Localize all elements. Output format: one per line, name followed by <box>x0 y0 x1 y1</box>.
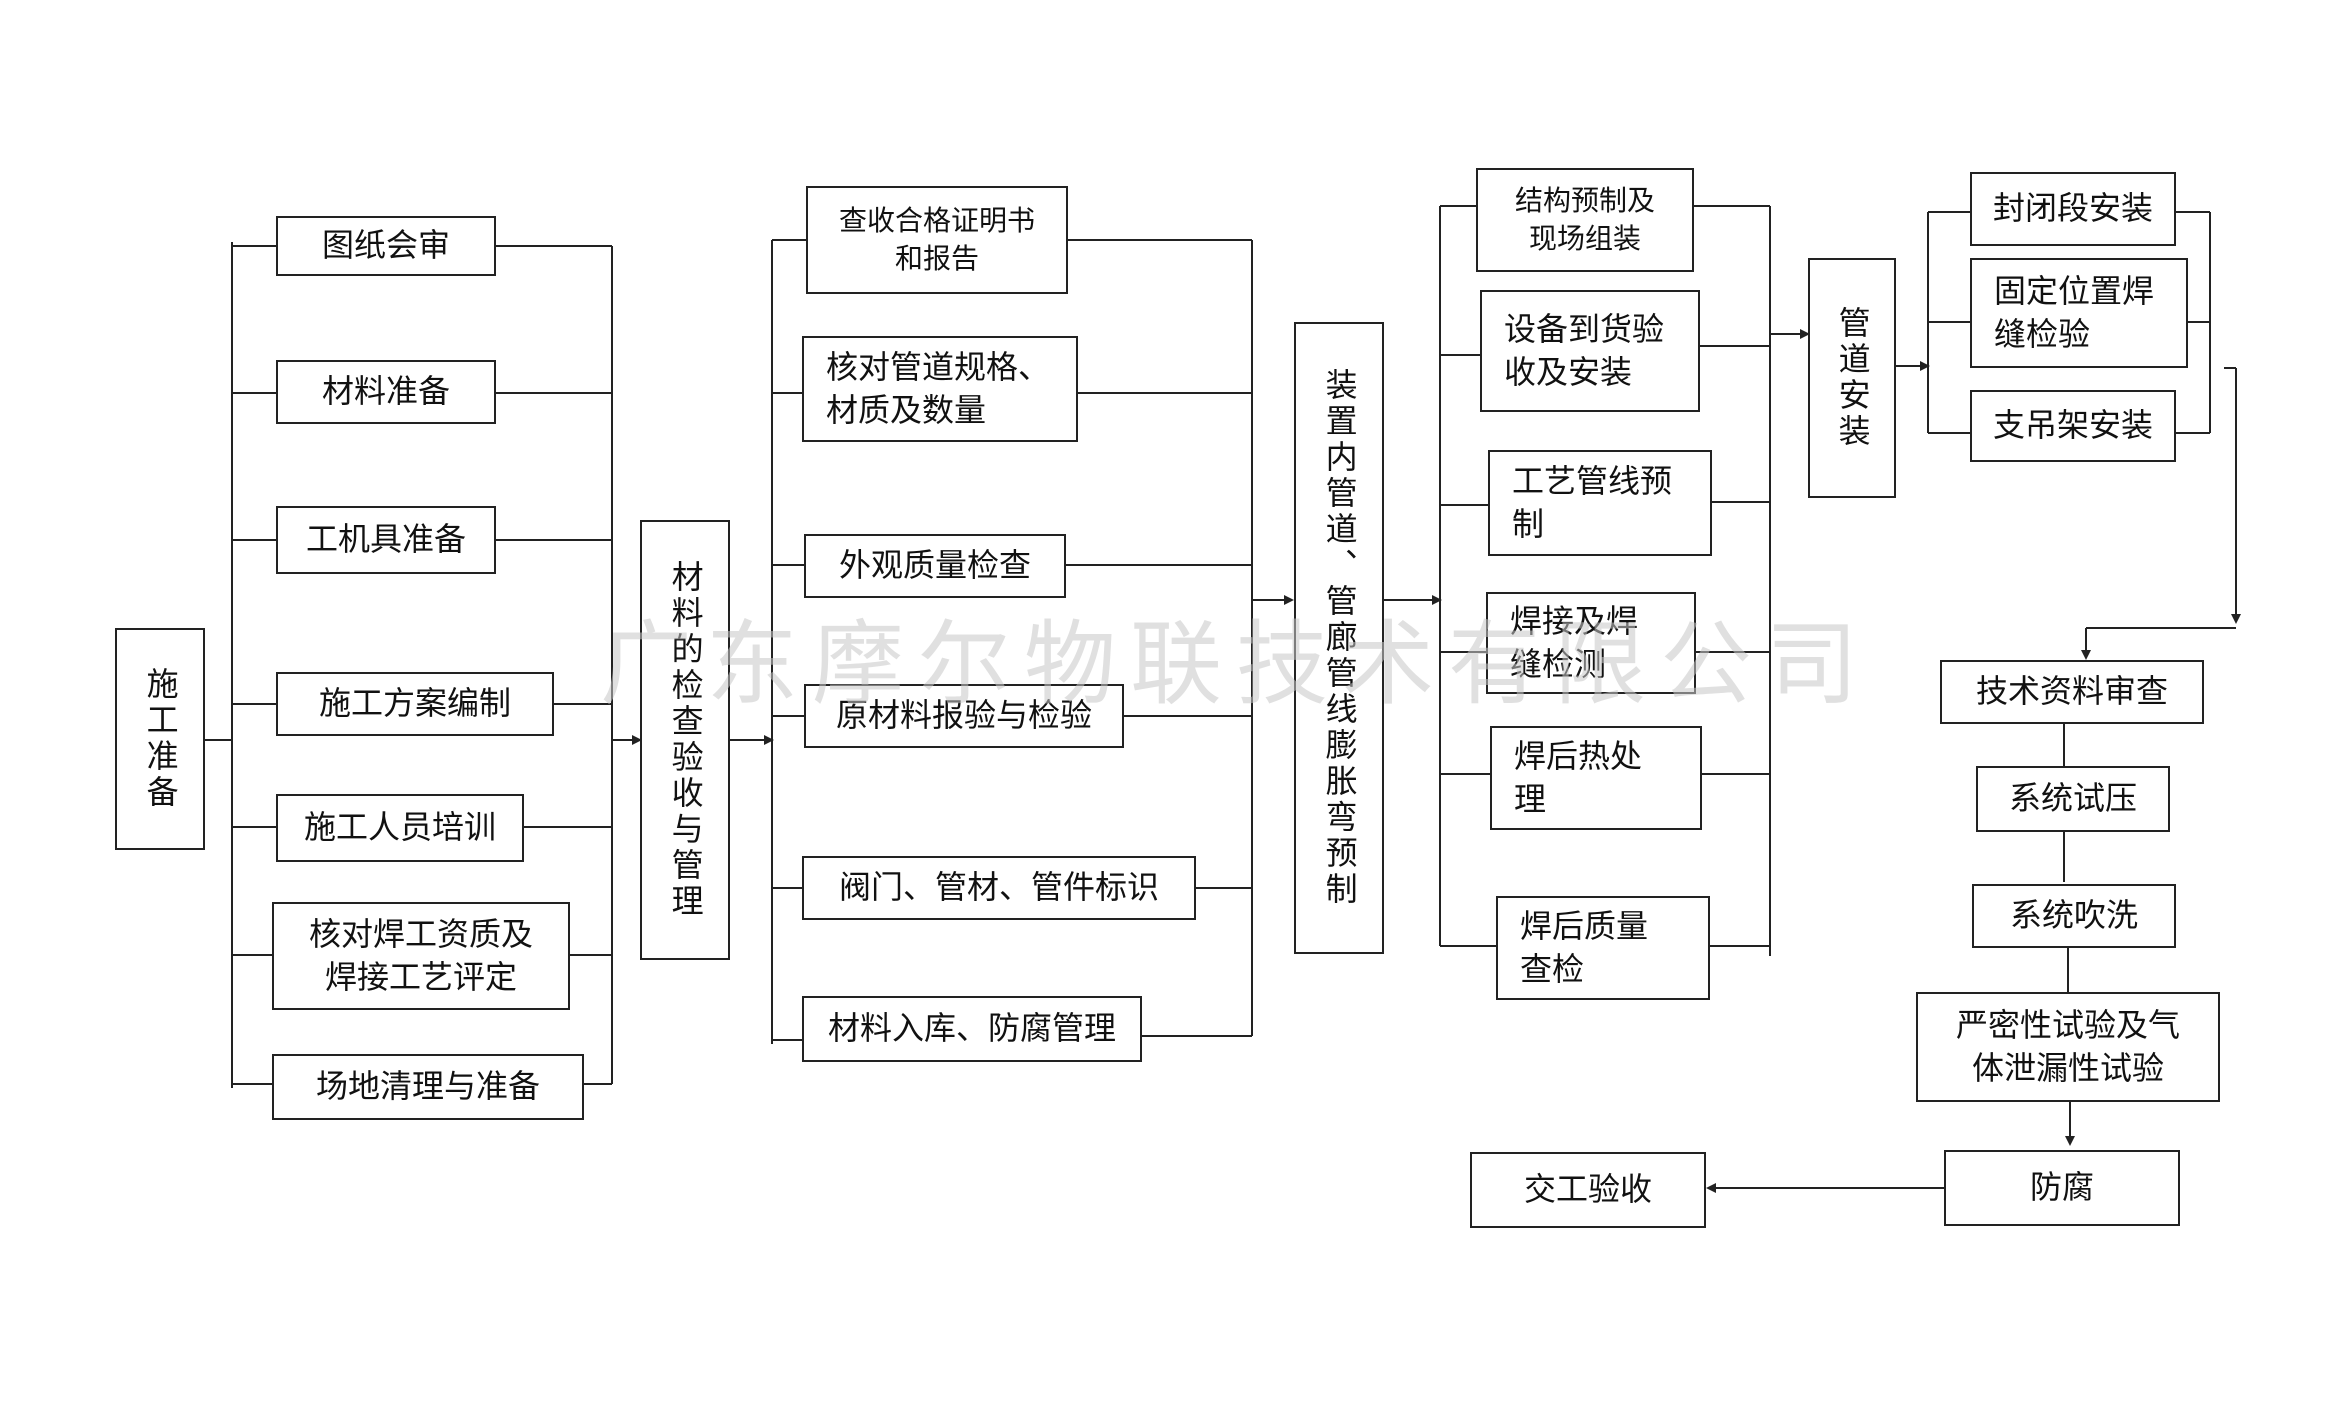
prefabrication-box: 装置内管道、管廊管线膨胀弯预制 <box>1294 322 1384 954</box>
material-item-certificates: 查收合格证明书 和报告 <box>806 186 1068 294</box>
prep-item-tools-prep: 工机具准备 <box>276 506 496 574</box>
prefab-item-quality-check: 焊后质量 查检 <box>1496 896 1710 1000</box>
final-acceptance-label: 交工验收 <box>1523 1170 1652 1209</box>
install-item-label: 支吊架安装 <box>1992 406 2153 445</box>
prefab-item-label: 焊接及焊 缝检测 <box>1510 601 1639 683</box>
prep-item-label: 核对焊工资质及 焊接工艺评定 <box>308 914 533 996</box>
final-step-pressure-test: 系统试压 <box>1976 766 2170 832</box>
pipe-installation-label: 管道安装 <box>1833 306 1872 450</box>
company-watermark: 广东摩尔物联技术有限公司 <box>600 611 1873 718</box>
pipe-installation-box: 管道安装 <box>1808 258 1896 498</box>
prep-item-label: 图纸会审 <box>321 226 450 265</box>
material-item-label: 外观质量检查 <box>838 546 1031 585</box>
prep-item-plan-writing: 施工方案编制 <box>276 672 554 736</box>
prep-item-staff-training: 施工人员培训 <box>276 794 524 862</box>
final-step-label: 技术资料审查 <box>1975 672 2168 711</box>
install-item-weld-check: 固定位置焊 缝检验 <box>1970 258 2188 368</box>
final-step-flushing: 系统吹洗 <box>1972 884 2176 948</box>
prep-item-label: 场地清理与准备 <box>315 1067 540 1106</box>
final-acceptance-box: 交工验收 <box>1470 1152 1706 1228</box>
material-inspection-box: 材料的检查验收与管理 <box>640 520 730 960</box>
material-item-visual-check: 外观质量检查 <box>804 534 1066 598</box>
prefab-item-structure: 结构预制及 现场组装 <box>1476 168 1694 272</box>
material-item-label: 查收合格证明书 和报告 <box>838 204 1035 275</box>
prefab-item-heat-treatment: 焊后热处 理 <box>1490 726 1702 830</box>
prefab-item-process-pipe: 工艺管线预 制 <box>1488 450 1712 556</box>
material-inspection-label: 材料的检查验收与管理 <box>666 560 705 920</box>
material-item-label: 核对管道规格、 材质及数量 <box>826 347 1051 429</box>
prep-item-site-cleanup: 场地清理与准备 <box>272 1054 584 1120</box>
install-item-hangers: 支吊架安装 <box>1970 390 2176 462</box>
prep-item-welder-check: 核对焊工资质及 焊接工艺评定 <box>272 902 570 1010</box>
final-step-label: 严密性试验及气 体泄漏性试验 <box>1955 1005 2180 1087</box>
prep-item-material-prep: 材料准备 <box>276 360 496 424</box>
prefab-item-label: 工艺管线预 制 <box>1512 461 1673 543</box>
material-item-raw-inspection: 原材料报验与检验 <box>804 684 1124 748</box>
final-step-tightness-test: 严密性试验及气 体泄漏性试验 <box>1916 992 2220 1102</box>
final-step-anticorrosion: 防腐 <box>1944 1150 2180 1226</box>
final-step-label: 防腐 <box>2029 1168 2094 1207</box>
prefab-item-label: 焊后质量 查检 <box>1520 906 1649 988</box>
install-item-label: 封闭段安装 <box>1992 189 2153 228</box>
install-item-closed-section: 封闭段安装 <box>1970 172 2176 246</box>
final-step-label: 系统试压 <box>2008 779 2137 818</box>
prep-item-label: 工机具准备 <box>305 520 466 559</box>
prefab-item-equipment: 设备到货验 收及安装 <box>1480 290 1700 412</box>
prep-item-label: 材料准备 <box>321 372 450 411</box>
material-item-label: 阀门、管材、管件标识 <box>838 868 1159 907</box>
material-item-spec-check: 核对管道规格、 材质及数量 <box>802 336 1078 442</box>
prep-item-drawing-review: 图纸会审 <box>276 216 496 276</box>
prefabrication-label: 装置内管道、管廊管线膨胀弯预制 <box>1320 368 1359 908</box>
install-item-label: 固定位置焊 缝检验 <box>1994 271 2155 353</box>
construction-prep-box: 施工准备 <box>115 628 205 850</box>
material-item-labeling: 阀门、管材、管件标识 <box>802 856 1196 920</box>
prefab-item-label: 焊后热处 理 <box>1514 736 1643 818</box>
prep-item-label: 施工方案编制 <box>318 684 511 723</box>
construction-prep-label: 施工准备 <box>141 667 180 811</box>
prefab-item-label: 设备到货验 收及安装 <box>1504 309 1665 391</box>
final-step-documentation: 技术资料审查 <box>1940 660 2204 724</box>
prefab-item-welding: 焊接及焊 缝检测 <box>1486 592 1696 694</box>
final-step-label: 系统吹洗 <box>2009 896 2138 935</box>
prefab-item-label: 结构预制及 现场组装 <box>1514 184 1655 255</box>
prep-item-label: 施工人员培训 <box>303 808 496 847</box>
material-item-storage: 材料入库、防腐管理 <box>802 996 1142 1062</box>
material-item-label: 材料入库、防腐管理 <box>827 1009 1116 1048</box>
material-item-label: 原材料报验与检验 <box>835 696 1092 735</box>
